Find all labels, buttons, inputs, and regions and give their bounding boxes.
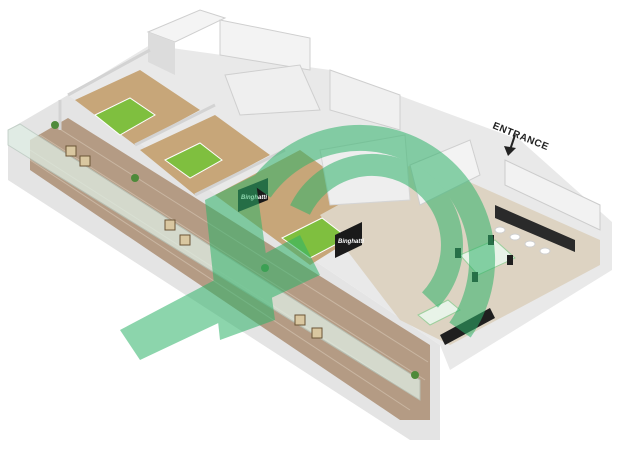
bed-1 — [94, 97, 156, 136]
kitchen-counter — [495, 205, 575, 252]
terrace-furniture — [65, 145, 323, 339]
brand-logo-watermark — [120, 124, 496, 360]
bed-2 — [164, 142, 223, 179]
tv-master-bedroom: Binghatti — [335, 222, 364, 258]
utility-box — [329, 69, 401, 131]
bathroom-mid-box — [224, 64, 321, 116]
bathroom-right-box — [219, 19, 311, 71]
bar-stools — [494, 226, 551, 255]
interior-walls — [58, 48, 286, 197]
kitchen-cabinets — [504, 159, 601, 231]
tv-master-label: Binghatti — [338, 239, 364, 245]
arrow-down-icon — [504, 134, 516, 156]
bathroom-top-box — [148, 32, 175, 75]
